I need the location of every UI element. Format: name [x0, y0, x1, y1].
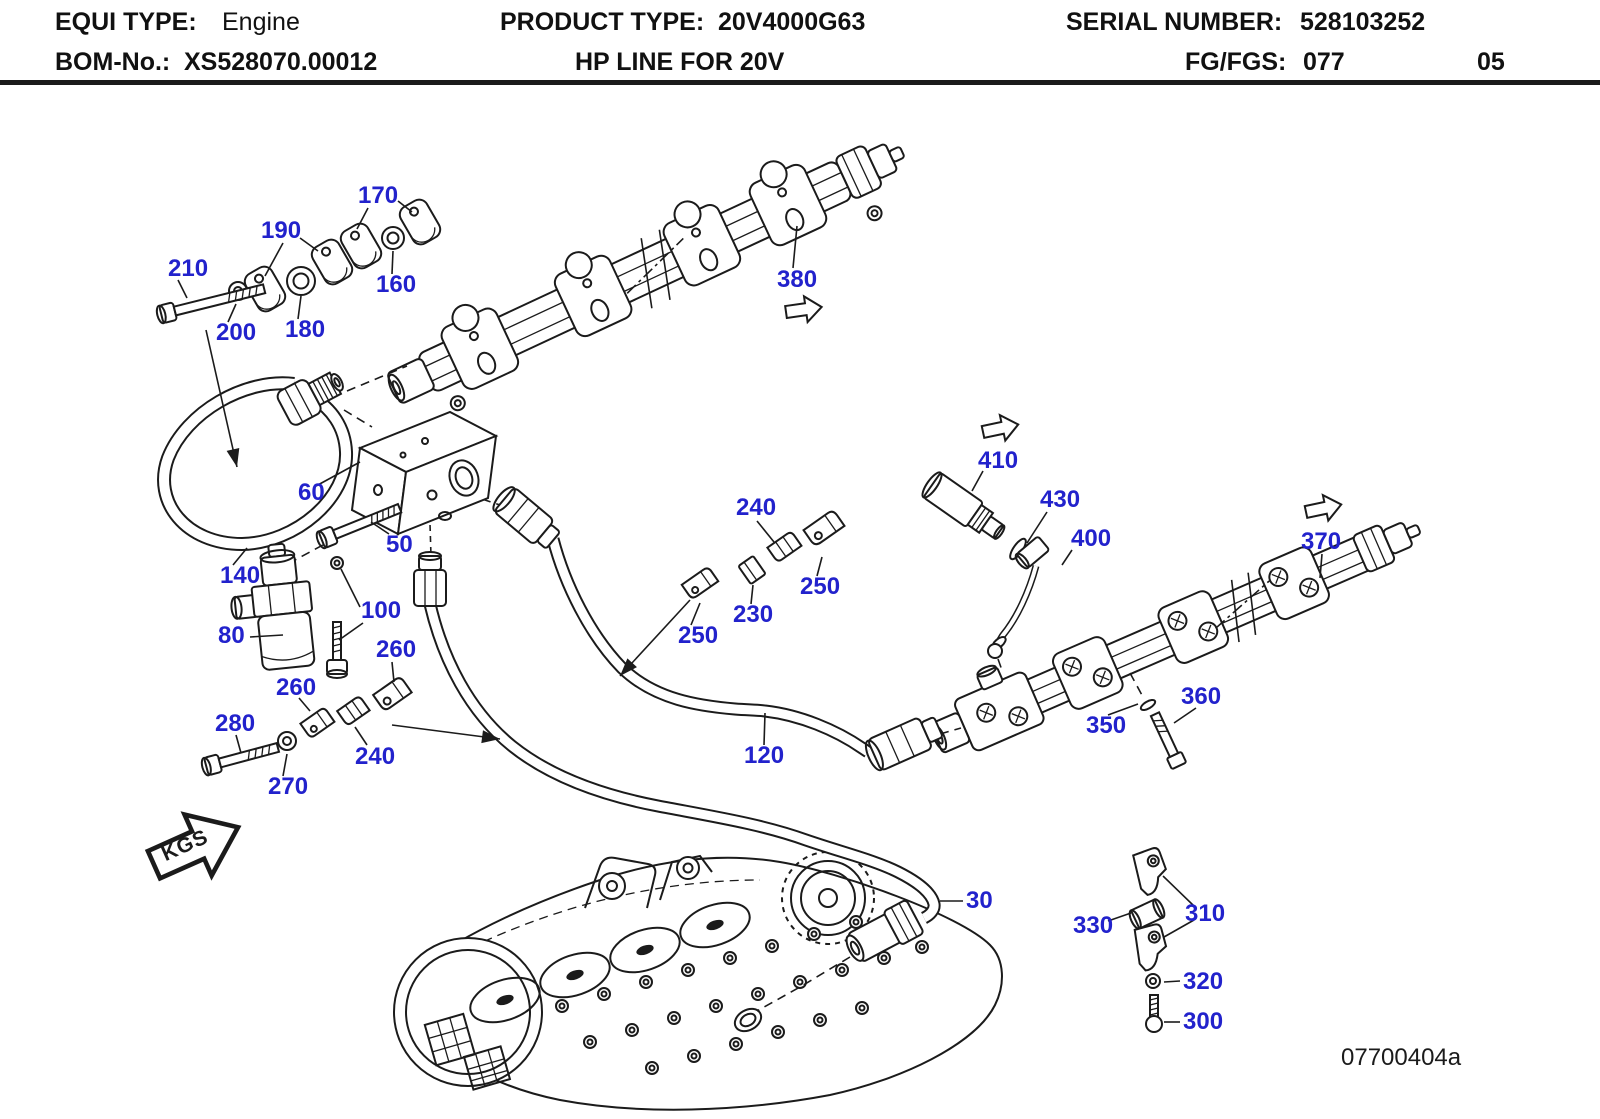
- fuel-rail-380: [387, 143, 905, 412]
- part-label-170: 170: [358, 182, 399, 209]
- equi-type-label: EQUI TYPE:: [55, 8, 197, 36]
- loop-pipe-140: [157, 376, 353, 552]
- part-label-310: 310: [1185, 900, 1226, 927]
- clamp-cluster-lower-left: [200, 677, 414, 777]
- kgs-arrow: [144, 811, 242, 882]
- part-label-350: 350: [1086, 712, 1127, 739]
- valve-80: [230, 542, 316, 671]
- part-label-200: 200: [216, 319, 257, 346]
- engine-port: [733, 1007, 763, 1033]
- serial-number-value: 528103252: [1300, 8, 1426, 36]
- hp-line-30: [413, 551, 941, 962]
- hose-end-fitting-30: [845, 899, 924, 962]
- header-divider: [0, 80, 1600, 85]
- part-label-280: 280: [215, 710, 256, 737]
- drawing-number: 07700404a: [1341, 1044, 1462, 1071]
- fg-fgs-value: 077: [1303, 48, 1345, 76]
- part-label-380: 380: [777, 266, 818, 293]
- part-label-250-b: 250: [800, 573, 841, 600]
- part-label-240-b: 240: [736, 494, 777, 521]
- elbow-fitting: [276, 371, 344, 426]
- clamp-cluster-top-left: [155, 198, 442, 325]
- product-type-value: 20V4000G63: [718, 8, 866, 36]
- view-arrow-380: [784, 294, 824, 325]
- part-label-160: 160: [376, 271, 417, 298]
- part-label-190: 190: [261, 217, 302, 244]
- part-label-260-b: 260: [276, 674, 317, 701]
- bolt-300: [1145, 994, 1163, 1033]
- part-label-240-a: 240: [355, 743, 396, 770]
- part-label-370: 370: [1301, 528, 1342, 555]
- part-label-50: 50: [386, 531, 413, 558]
- part-label-210: 210: [168, 255, 209, 282]
- pipe-400: [987, 536, 1050, 659]
- screw-100: [326, 621, 348, 679]
- part-label-120: 120: [744, 742, 785, 769]
- view-arrow-370: [1303, 493, 1343, 523]
- part-label-330: 330: [1073, 912, 1114, 939]
- part-label-80: 80: [218, 622, 245, 649]
- part-label-140: 140: [220, 562, 261, 589]
- fuel-rail-370: [930, 522, 1421, 754]
- part-label-320: 320: [1183, 968, 1224, 995]
- cone-350: [1139, 698, 1157, 712]
- part-label-30: 30: [966, 887, 993, 914]
- product-type-label: PRODUCT TYPE:: [500, 8, 705, 36]
- view-arrow-410: [980, 413, 1020, 443]
- bom-value: XS528070.00012: [184, 48, 378, 76]
- part-label-360: 360: [1181, 683, 1222, 710]
- serial-number-label: SERIAL NUMBER:: [1066, 8, 1283, 36]
- part-label-430: 430: [1040, 486, 1081, 513]
- sensor-410: [921, 471, 1006, 540]
- clamp-cluster-bottom-right: [1128, 698, 1187, 1033]
- hp-line-120: [492, 486, 943, 772]
- equi-type-value: Engine: [222, 8, 300, 36]
- part-label-60: 60: [298, 479, 325, 506]
- part-label-270: 270: [268, 773, 309, 800]
- part-label-300: 300: [1183, 1008, 1224, 1035]
- sheet-number: 05: [1477, 48, 1505, 76]
- page-title: HP LINE FOR 20V: [575, 48, 785, 76]
- clamp-cluster-center: [680, 510, 846, 599]
- part-label-230: 230: [733, 601, 774, 628]
- part-label-260-a: 260: [376, 636, 417, 663]
- bom-label: BOM-No.:: [55, 48, 171, 76]
- part-label-250-a: 250: [678, 622, 719, 649]
- part-label-400: 400: [1071, 525, 1112, 552]
- part-label-410: 410: [978, 447, 1019, 474]
- part-label-180: 180: [285, 316, 326, 343]
- direction-arrows: [205, 329, 691, 744]
- leader-lines: [177, 200, 1323, 1023]
- tube-nut: [413, 551, 447, 607]
- part-label-100: 100: [361, 597, 402, 624]
- engine-block: [393, 851, 1003, 1111]
- fg-fgs-label: FG/FGS:: [1185, 48, 1287, 76]
- bolt-50: [315, 502, 403, 550]
- bolt-360: [1149, 710, 1187, 770]
- engine-bolts: [555, 915, 929, 1075]
